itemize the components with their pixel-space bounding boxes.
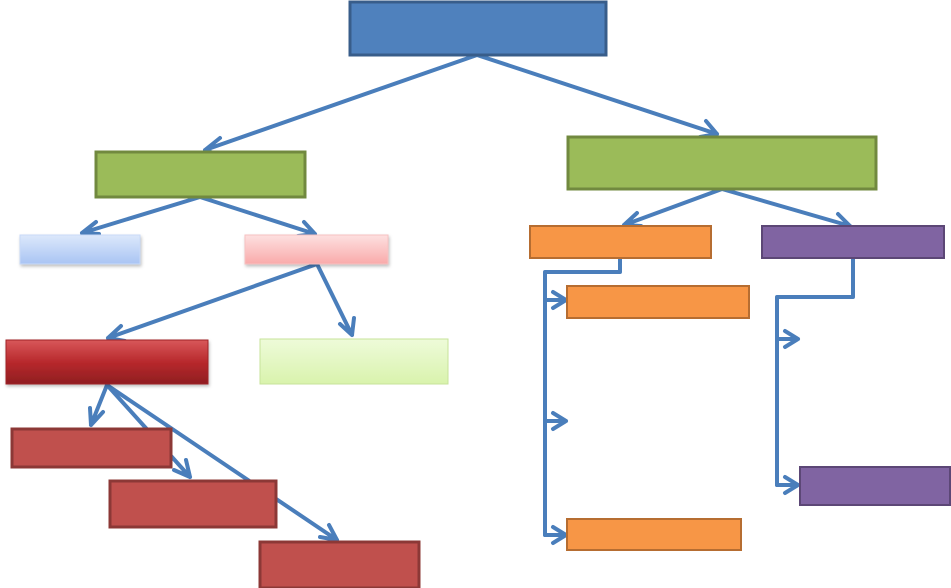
connector-orange-to-orange-2 — [543, 525, 568, 545]
connector-green-right-to-purple — [720, 187, 852, 231]
connector-green-left-to-light-blue — [80, 195, 202, 236]
connector-green-right-to-orange — [622, 187, 724, 228]
node-light-green — [259, 338, 449, 385]
connector-orange-to-orange-1 — [543, 290, 568, 310]
connector-purple-elbow — [775, 256, 855, 487]
node-orange-top — [529, 225, 712, 259]
connector-dark-red-to-red-3 — [105, 383, 339, 542]
node-red-2 — [108, 479, 278, 529]
connector-orange-elbow — [543, 256, 622, 537]
node-red-3 — [258, 540, 421, 588]
node-light-pink — [244, 234, 389, 265]
connector-pink-to-light-green — [315, 262, 356, 337]
connector-purple-to-empty — [775, 329, 800, 349]
node-green-left — [94, 150, 307, 199]
node-orange-2 — [566, 518, 742, 551]
connector-green-left-to-light-pink — [198, 195, 317, 238]
node-orange-1 — [566, 285, 750, 319]
connector-purple-to-purple-1 — [775, 475, 800, 495]
node-root — [348, 0, 608, 57]
connector-root-to-green-right — [475, 53, 719, 139]
node-dark-red — [5, 339, 209, 385]
connector-orange-to-empty — [543, 411, 568, 431]
node-green-right — [566, 135, 878, 191]
connector-pink-to-dark-red — [106, 262, 319, 343]
node-red-1 — [10, 427, 173, 469]
node-light-blue — [19, 234, 141, 265]
connector-root-to-green-left — [203, 53, 479, 158]
node-purple-1 — [799, 466, 951, 506]
connector-dark-red-to-red-1 — [88, 383, 109, 427]
node-purple-top — [761, 225, 945, 259]
